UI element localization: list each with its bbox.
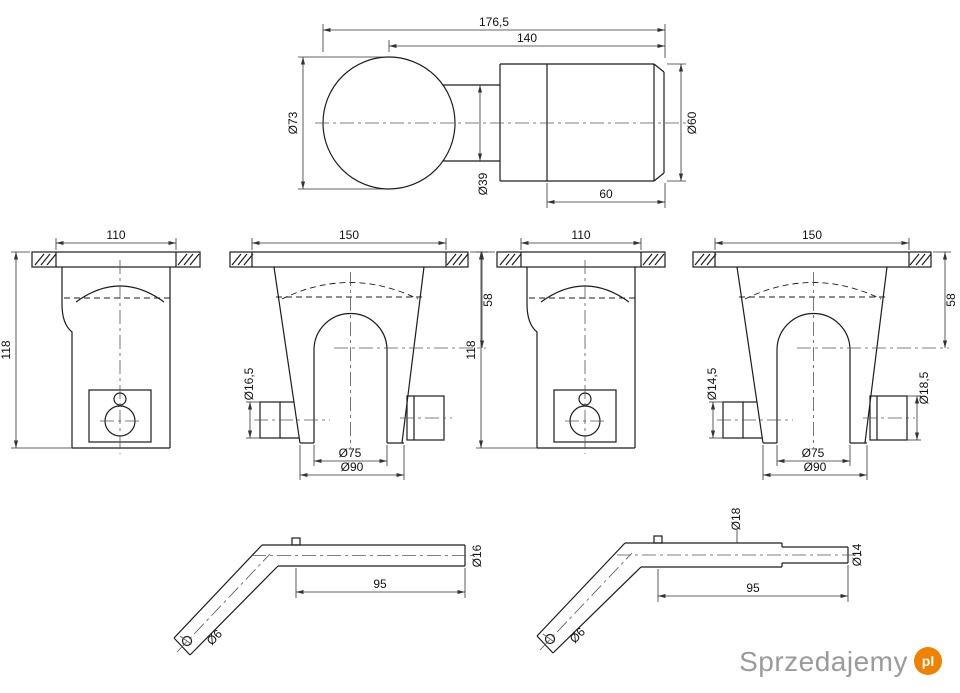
dim-label-pin-hole: Ø16,5: [242, 367, 256, 400]
bracket-wide-view-2: 150 58 Ø14,5 Ø18,5 Ø75 Ø90: [693, 228, 958, 480]
bent-pin-dimension-lines: [295, 568, 466, 598]
dim-label-tip-diameter: Ø14: [850, 543, 864, 566]
dim-label-hole-diameter: Ø6: [204, 627, 225, 648]
bent-pin-centerlines: [539, 552, 862, 651]
dim-label-pin-length: 95: [373, 577, 387, 591]
dim-label-140: 140: [517, 31, 537, 45]
pin-hole: [544, 633, 556, 645]
dim-label-shank-length: 60: [599, 187, 613, 201]
dim-label-hole-diameter: Ø6: [567, 625, 588, 646]
dim-label-bracket-height: 118: [0, 340, 13, 359]
dim-label-pin-hole-right: Ø18,5: [917, 371, 931, 404]
dim-label-drop: 58: [481, 293, 495, 307]
dim-label-pin-length: 95: [746, 581, 760, 595]
bracket-narrow-shape: [476, 238, 665, 454]
dim-label-outer-diameter: Ø90: [804, 460, 827, 474]
dim-label-bracket-height: 118: [464, 340, 478, 359]
dim-label-inner-diameter: Ø75: [802, 446, 825, 460]
dim-label-outer-diameter: Ø90: [341, 460, 364, 474]
dim-label-pin-hole-left: Ø14,5: [705, 367, 719, 400]
retainer-nub: [291, 537, 301, 546]
bent-pin-view-2: 95 Ø18 Ø14 Ø6: [536, 507, 864, 654]
dim-label-shank-diameter: Ø60: [685, 111, 699, 134]
hitch-ball-view: 176,5 140 Ø73 Ø39 Ø60 60: [286, 15, 699, 208]
ball-dimension-lines: [298, 24, 686, 208]
bracket-narrow-view-1: 110 118: [0, 228, 200, 454]
bent-pin-dimension-lines: [657, 530, 849, 602]
bent-pin-outline: [173, 537, 466, 656]
dim-label-inner-diameter: Ø75: [339, 446, 362, 460]
dim-label-bracket-width: 110: [106, 228, 125, 242]
pin-hole: [181, 635, 193, 647]
retainer-nub: [653, 535, 663, 544]
hitch-ball-outline: [322, 56, 665, 190]
watermark-badge-text: pl: [922, 653, 934, 669]
dim-label-rod-diameter: Ø16: [470, 544, 484, 567]
watermark: Sprzedajemy pl: [739, 646, 942, 677]
bracket-wide-shape: [230, 238, 488, 480]
bracket-wide-view-1: 150 58 Ø16,5 Ø75 Ø90: [230, 228, 495, 480]
bent-pin-view-1: 95 Ø16 Ø6: [173, 537, 484, 656]
dim-label-neck-diameter: Ø39: [476, 172, 490, 195]
dim-label-rod-diameter: Ø18: [729, 507, 743, 530]
watermark-badge-circle: [914, 647, 942, 675]
bracket-narrow-shape: [11, 238, 200, 454]
bracket-wide-shape: [693, 238, 951, 480]
dim-label-ball-diameter: Ø73: [286, 111, 300, 134]
dim-label-bracket-width: 150: [802, 228, 822, 242]
right-boss-dimension-lines: [907, 395, 921, 441]
bent-pin-centerlines: [176, 553, 477, 653]
dim-label-bracket-width: 150: [339, 228, 359, 242]
bracket-narrow-view-2: 110 118: [464, 228, 665, 454]
dim-label-bracket-width: 110: [571, 228, 590, 242]
dim-label-drop: 58: [944, 293, 958, 307]
dim-label-overall-length: 176,5: [479, 15, 509, 29]
watermark-site-name: Sprzedajemy: [739, 646, 908, 677]
